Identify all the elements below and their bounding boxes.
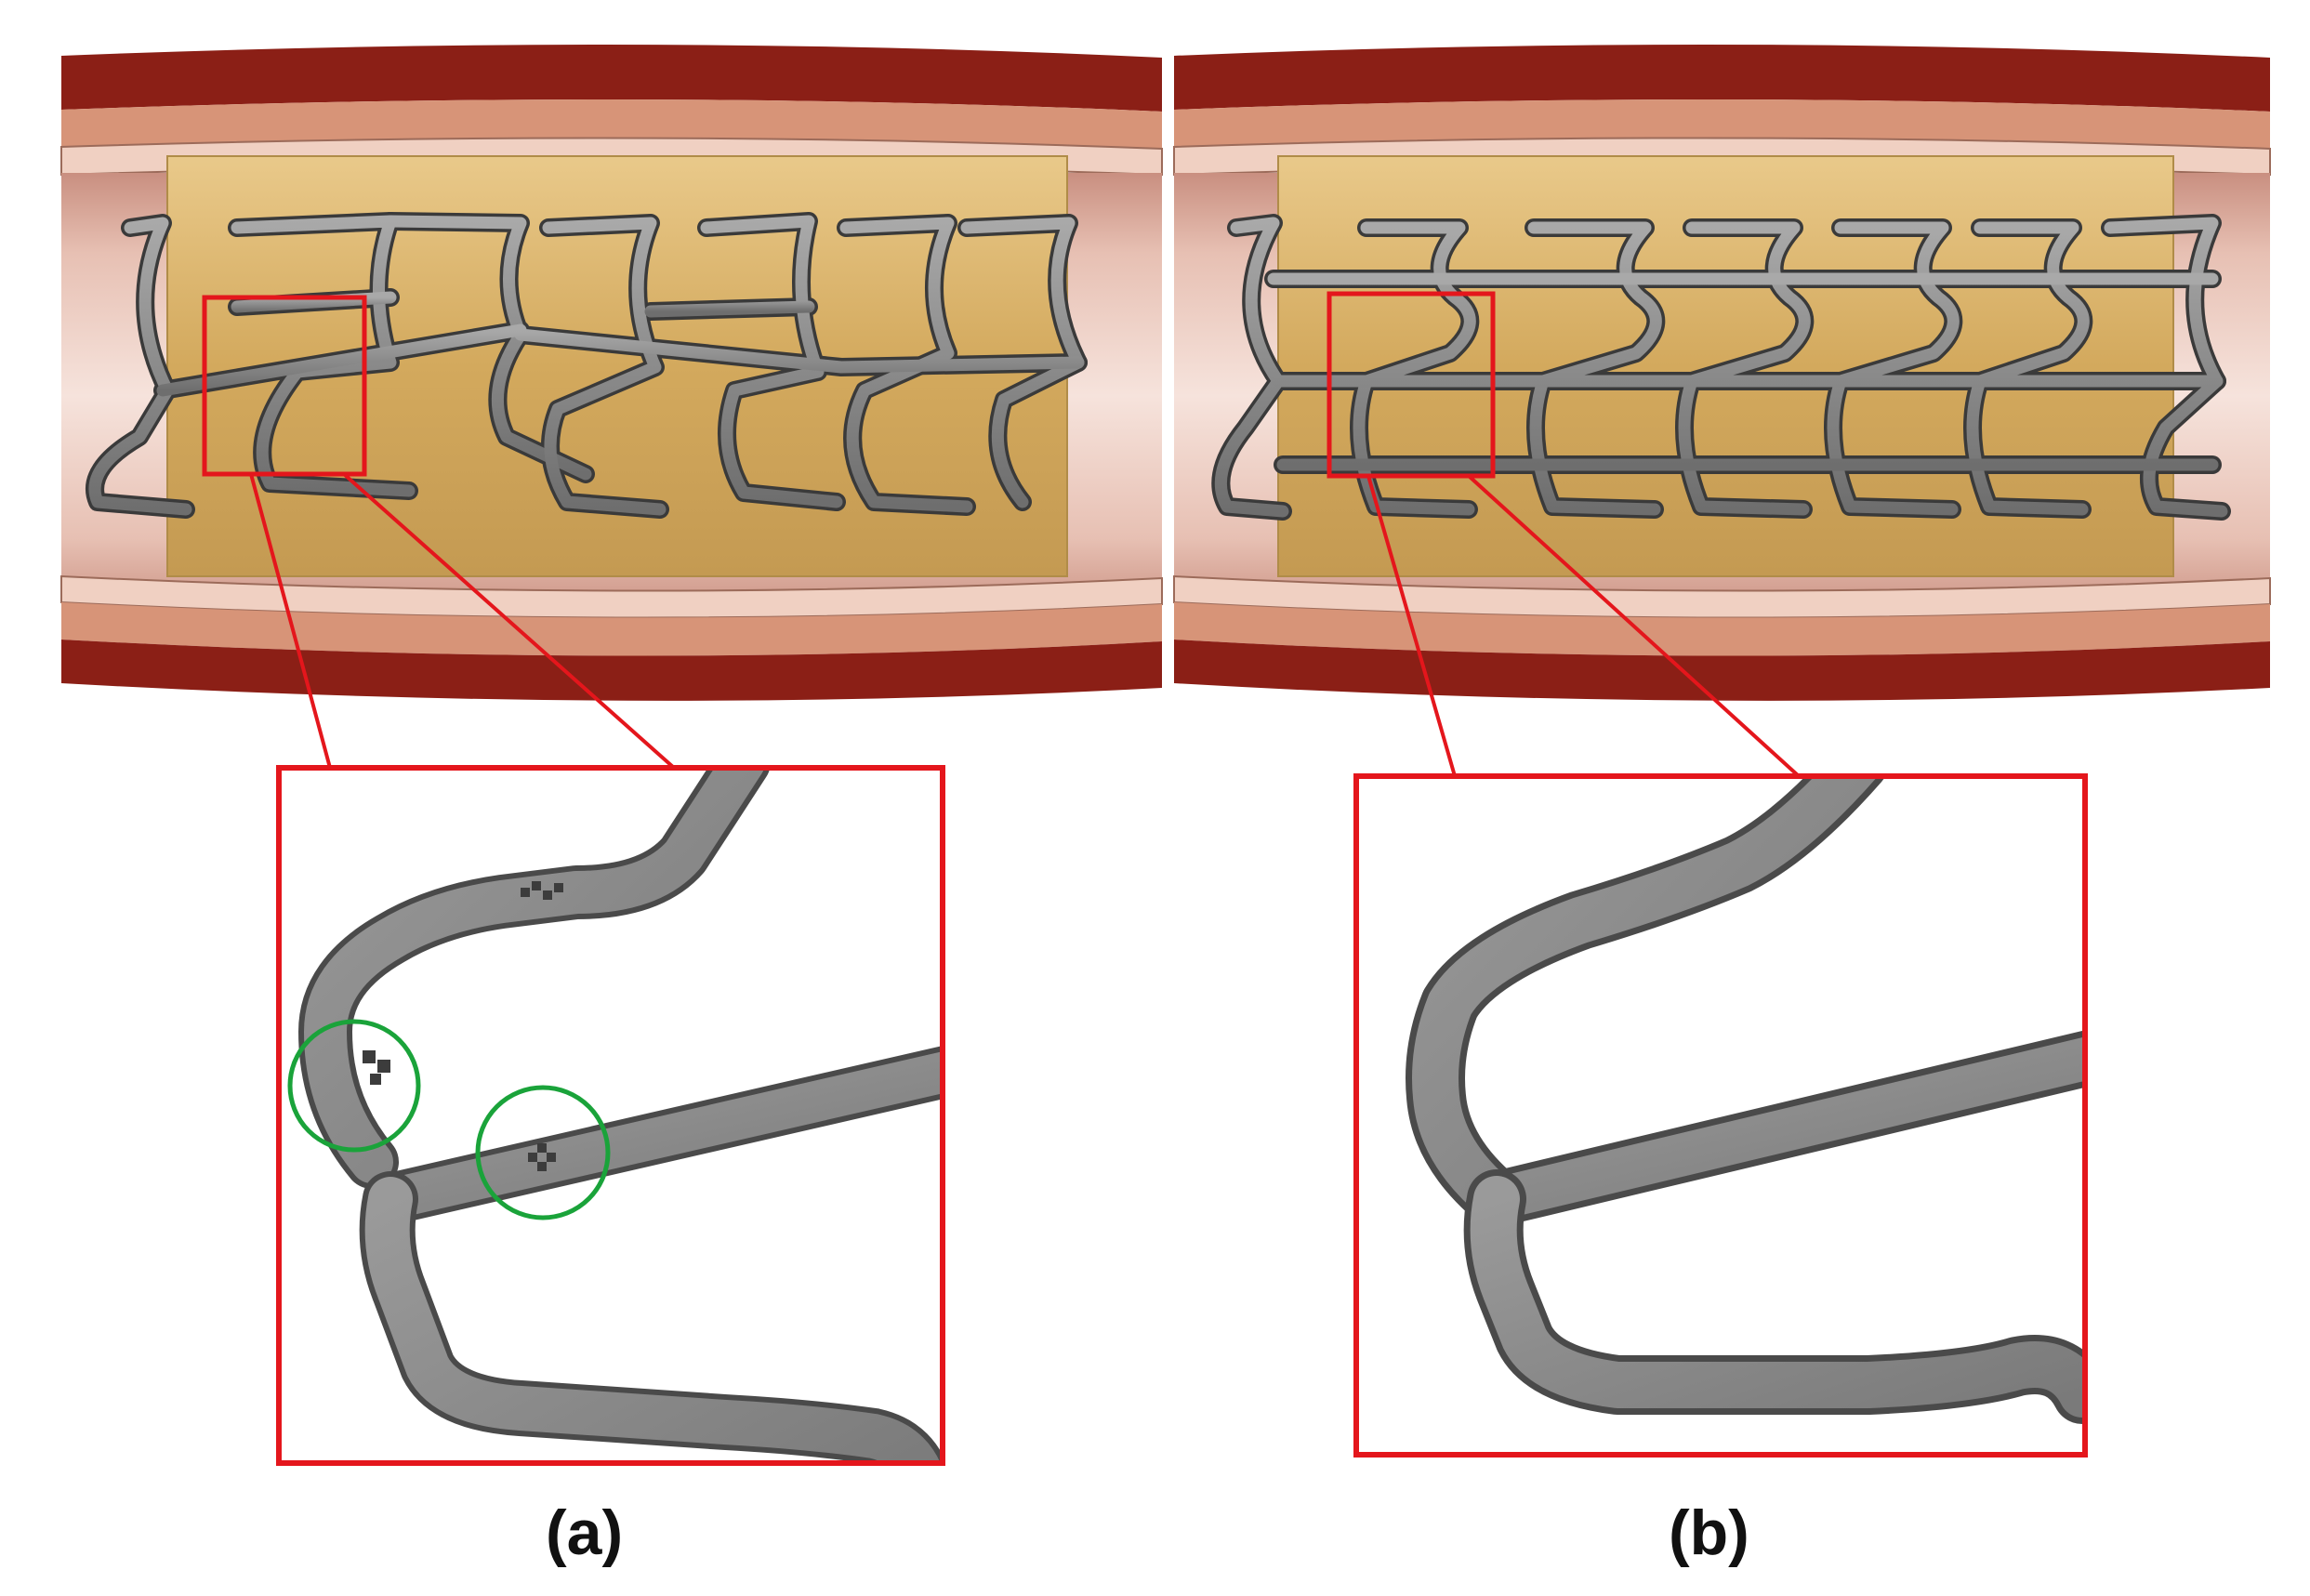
- mesh-defects-a: [363, 881, 563, 1171]
- defect-highlight-2: [475, 1085, 611, 1220]
- vessel-mid-wall-top: [61, 99, 1162, 149]
- panel-label-a: (a): [546, 1497, 624, 1568]
- vessel-panel-a: [60, 44, 1163, 701]
- stent-deformed: [86, 212, 1088, 519]
- vessel-panel-b: [1173, 44, 2271, 701]
- vessel-mid-wall-top: [1174, 99, 2270, 149]
- vessel-outer-wall-bottom: [1174, 640, 2270, 701]
- vessel-outer-wall-top: [61, 44, 1162, 112]
- zoom-panel-b: [1353, 773, 2088, 1458]
- defect-highlight-1: [287, 1019, 421, 1153]
- vessel-mid-wall-bottom: [1174, 602, 2270, 656]
- connector-lines-b: [1366, 474, 1801, 778]
- vessel-outer-wall-top: [1174, 44, 2270, 112]
- selection-box-b: [1327, 291, 1496, 479]
- panel-label-b: (b): [1669, 1497, 1749, 1568]
- vessel-mid-wall-bottom: [61, 602, 1162, 656]
- zoom-panel-a: [276, 765, 945, 1466]
- selection-box-a: [202, 295, 367, 477]
- connector-lines-a: [249, 472, 676, 770]
- stent-regular: [1211, 214, 2231, 521]
- vessel-outer-wall-bottom: [61, 640, 1162, 701]
